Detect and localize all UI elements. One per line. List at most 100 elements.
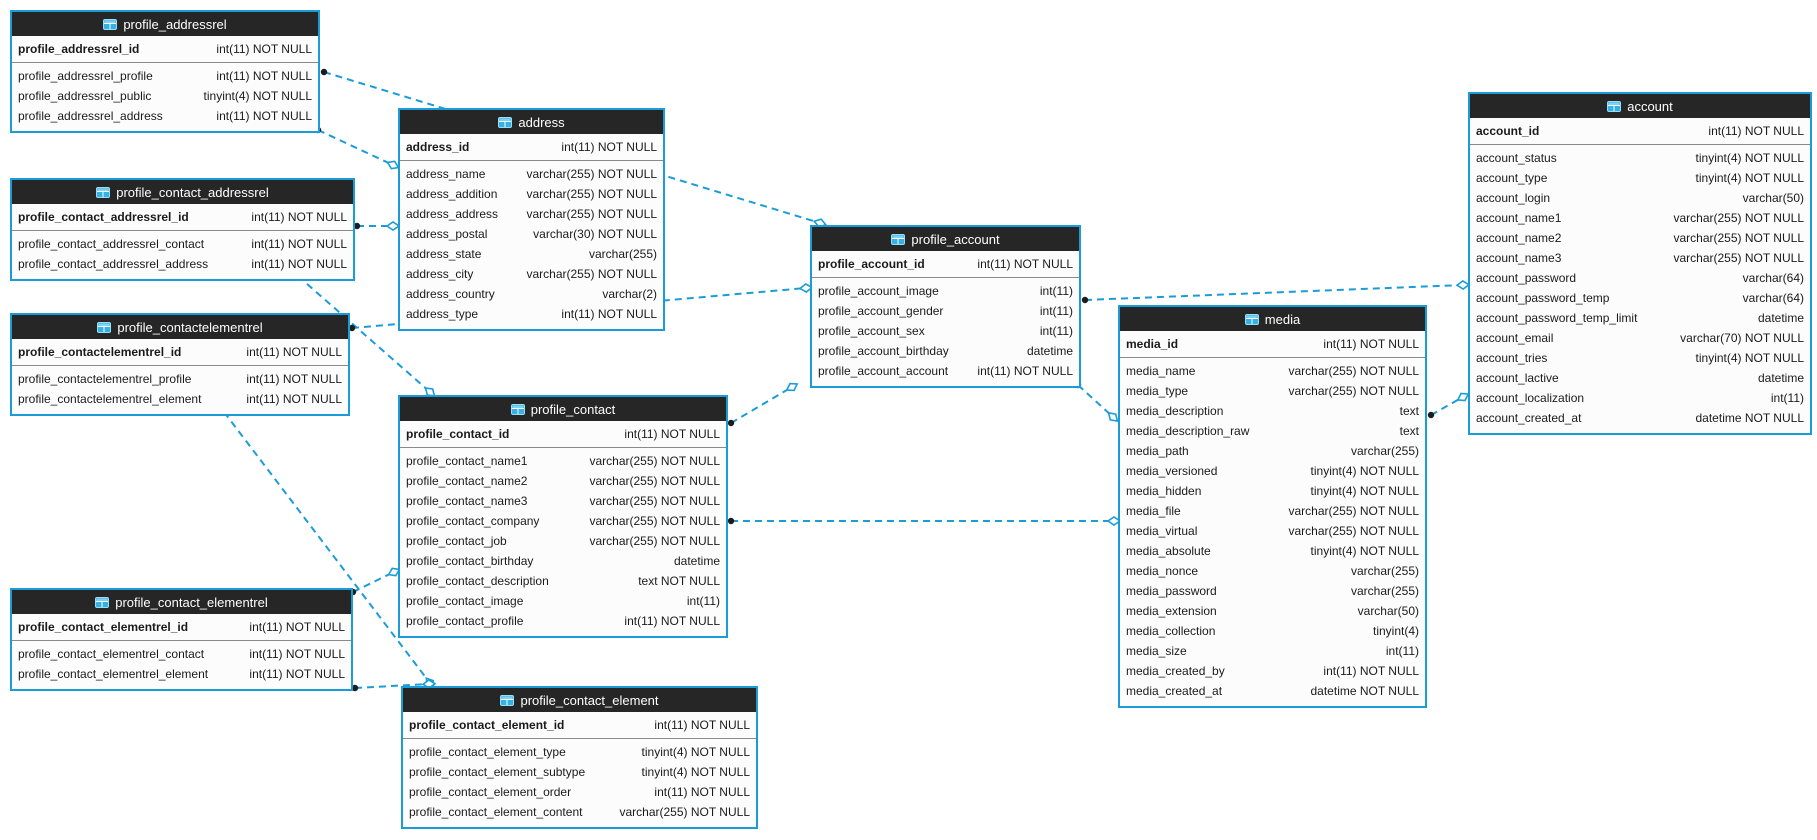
relationship-profile_addressrel-to-profile_account[interactable] <box>320 68 828 229</box>
table-header[interactable]: account <box>1470 94 1810 118</box>
table-header[interactable]: profile_contact_addressrel <box>12 180 353 204</box>
table-header[interactable]: profile_contactelementrel <box>12 315 348 339</box>
table-header[interactable]: media <box>1120 307 1425 331</box>
relationship-profile_account-to-media[interactable] <box>1074 381 1120 424</box>
relationship-line[interactable] <box>223 411 431 684</box>
table-header[interactable]: address <box>400 110 663 134</box>
relationship-line[interactable] <box>317 129 394 166</box>
relationship-line[interactable] <box>352 571 395 593</box>
relationship-profile_contact-to-media[interactable] <box>727 516 1122 526</box>
relationship-line[interactable] <box>1084 284 1464 301</box>
relationship-profile_contact_addressrel-to-address[interactable] <box>353 221 401 231</box>
table-header[interactable]: profile_contact <box>400 397 726 421</box>
relationship-media-to-account[interactable] <box>1427 391 1470 419</box>
table-header[interactable]: profile_contact_element <box>403 688 756 712</box>
relationship-profile_contact-to-profile_account[interactable] <box>727 381 799 427</box>
table-header[interactable]: profile_contact_elementrel <box>12 590 351 614</box>
relationship-line[interactable] <box>730 386 793 424</box>
relationship-profile_account-to-account[interactable] <box>1081 280 1471 304</box>
relationship-line[interactable] <box>297 275 431 393</box>
relationship-line[interactable] <box>323 71 821 224</box>
table-header[interactable]: profile_account <box>812 227 1079 251</box>
relationship-line[interactable] <box>354 683 430 689</box>
